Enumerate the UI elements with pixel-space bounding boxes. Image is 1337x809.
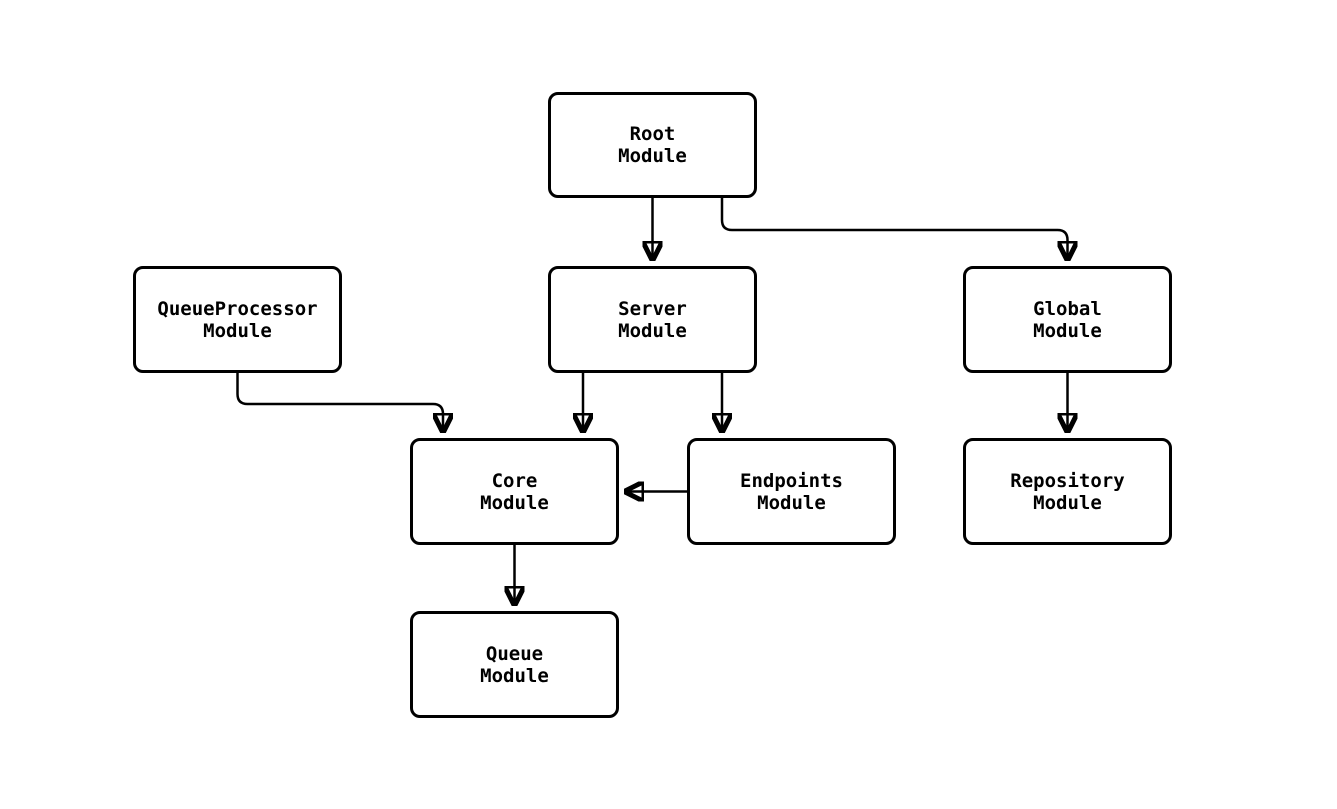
node-core-module: Core Module [410, 438, 619, 545]
edge-root-to-global [720, 198, 1068, 261]
node-endpoints-module: Endpoints Module [687, 438, 896, 545]
node-queue-module: Queue Module [410, 611, 619, 718]
edge-queueprocessor-to-core [236, 373, 444, 433]
node-global-module: Global Module [963, 266, 1172, 373]
node-repository-module: Repository Module [963, 438, 1172, 545]
node-root-module: Root Module [548, 92, 757, 198]
node-server-module: Server Module [548, 266, 757, 373]
node-queueprocessor-module: QueueProcessor Module [133, 266, 342, 373]
